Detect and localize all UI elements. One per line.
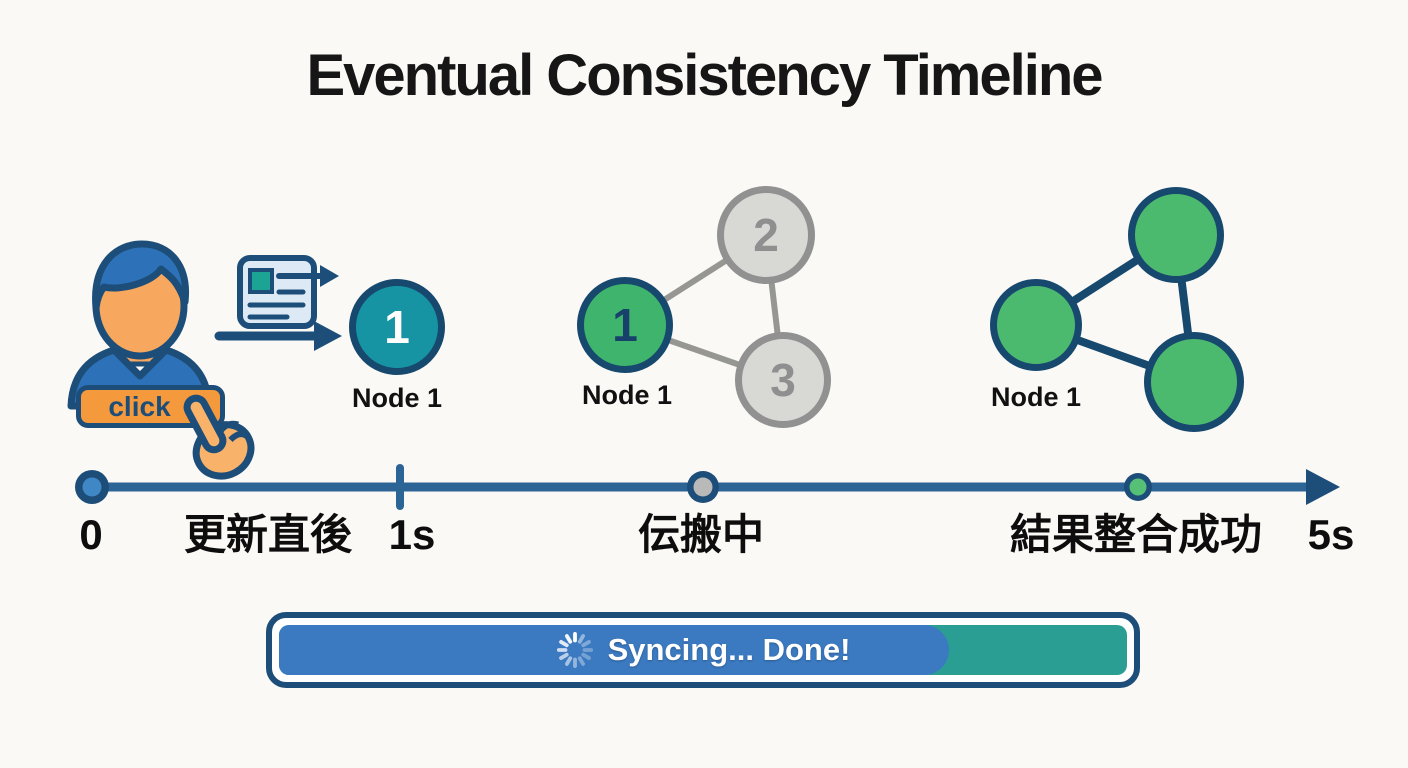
progress-fill <box>279 625 949 675</box>
timeline-phase3-label: 結果整合成功 <box>1009 511 1263 558</box>
spinner-icon <box>556 631 593 669</box>
timeline-consistent-dot <box>1124 473 1152 501</box>
stage3-node-label: Node 1 <box>990 382 1082 412</box>
timeline-origin-label: 0 <box>79 511 103 558</box>
stage2-node-1: 1 <box>577 277 673 373</box>
stage3-node-bottom <box>1144 332 1244 432</box>
stage2-node-3-value: 3 <box>770 354 796 406</box>
progress-status-text: Syncing... Done! <box>607 632 851 667</box>
stage2-node-1-value: 1 <box>612 299 638 351</box>
progress-content: Syncing... Done! <box>279 625 1127 675</box>
stage3-node-left <box>990 279 1082 371</box>
timeline-tick1-label: 1s <box>388 511 436 558</box>
click-button-label: click <box>108 390 171 422</box>
send-arrow <box>276 265 339 287</box>
document-send-icon <box>237 255 339 329</box>
stage2-node-label: Node 1 <box>581 380 673 410</box>
stage2-node-2-value: 2 <box>753 209 779 261</box>
timeline-propagating-dot <box>687 471 719 503</box>
sync-progress-bar: Syncing... Done! <box>266 612 1140 688</box>
hand-cursor-icon <box>183 394 255 480</box>
stage1-node-1: 1 <box>349 279 445 375</box>
stage2-node-2: 2 <box>717 186 815 284</box>
timeline-phase2-label: 伝搬中 <box>637 511 765 558</box>
page-title: Eventual Consistency Timeline <box>306 43 1103 108</box>
stage3-node-top <box>1128 187 1224 283</box>
timeline-arrowhead <box>1306 469 1340 505</box>
stage1-node-label: Node 1 <box>351 383 443 413</box>
timeline-phase1-label: 更新直後 <box>183 511 353 558</box>
progress-track: Syncing... Done! <box>279 625 1127 675</box>
stage2-node-3: 3 <box>735 332 831 428</box>
long-arrow-icon <box>214 321 342 351</box>
timeline-end-label: 5s <box>1307 511 1355 558</box>
timeline-axis <box>75 464 1340 510</box>
stage1-node-1-value: 1 <box>384 301 410 353</box>
timeline-start-dot <box>75 470 109 504</box>
